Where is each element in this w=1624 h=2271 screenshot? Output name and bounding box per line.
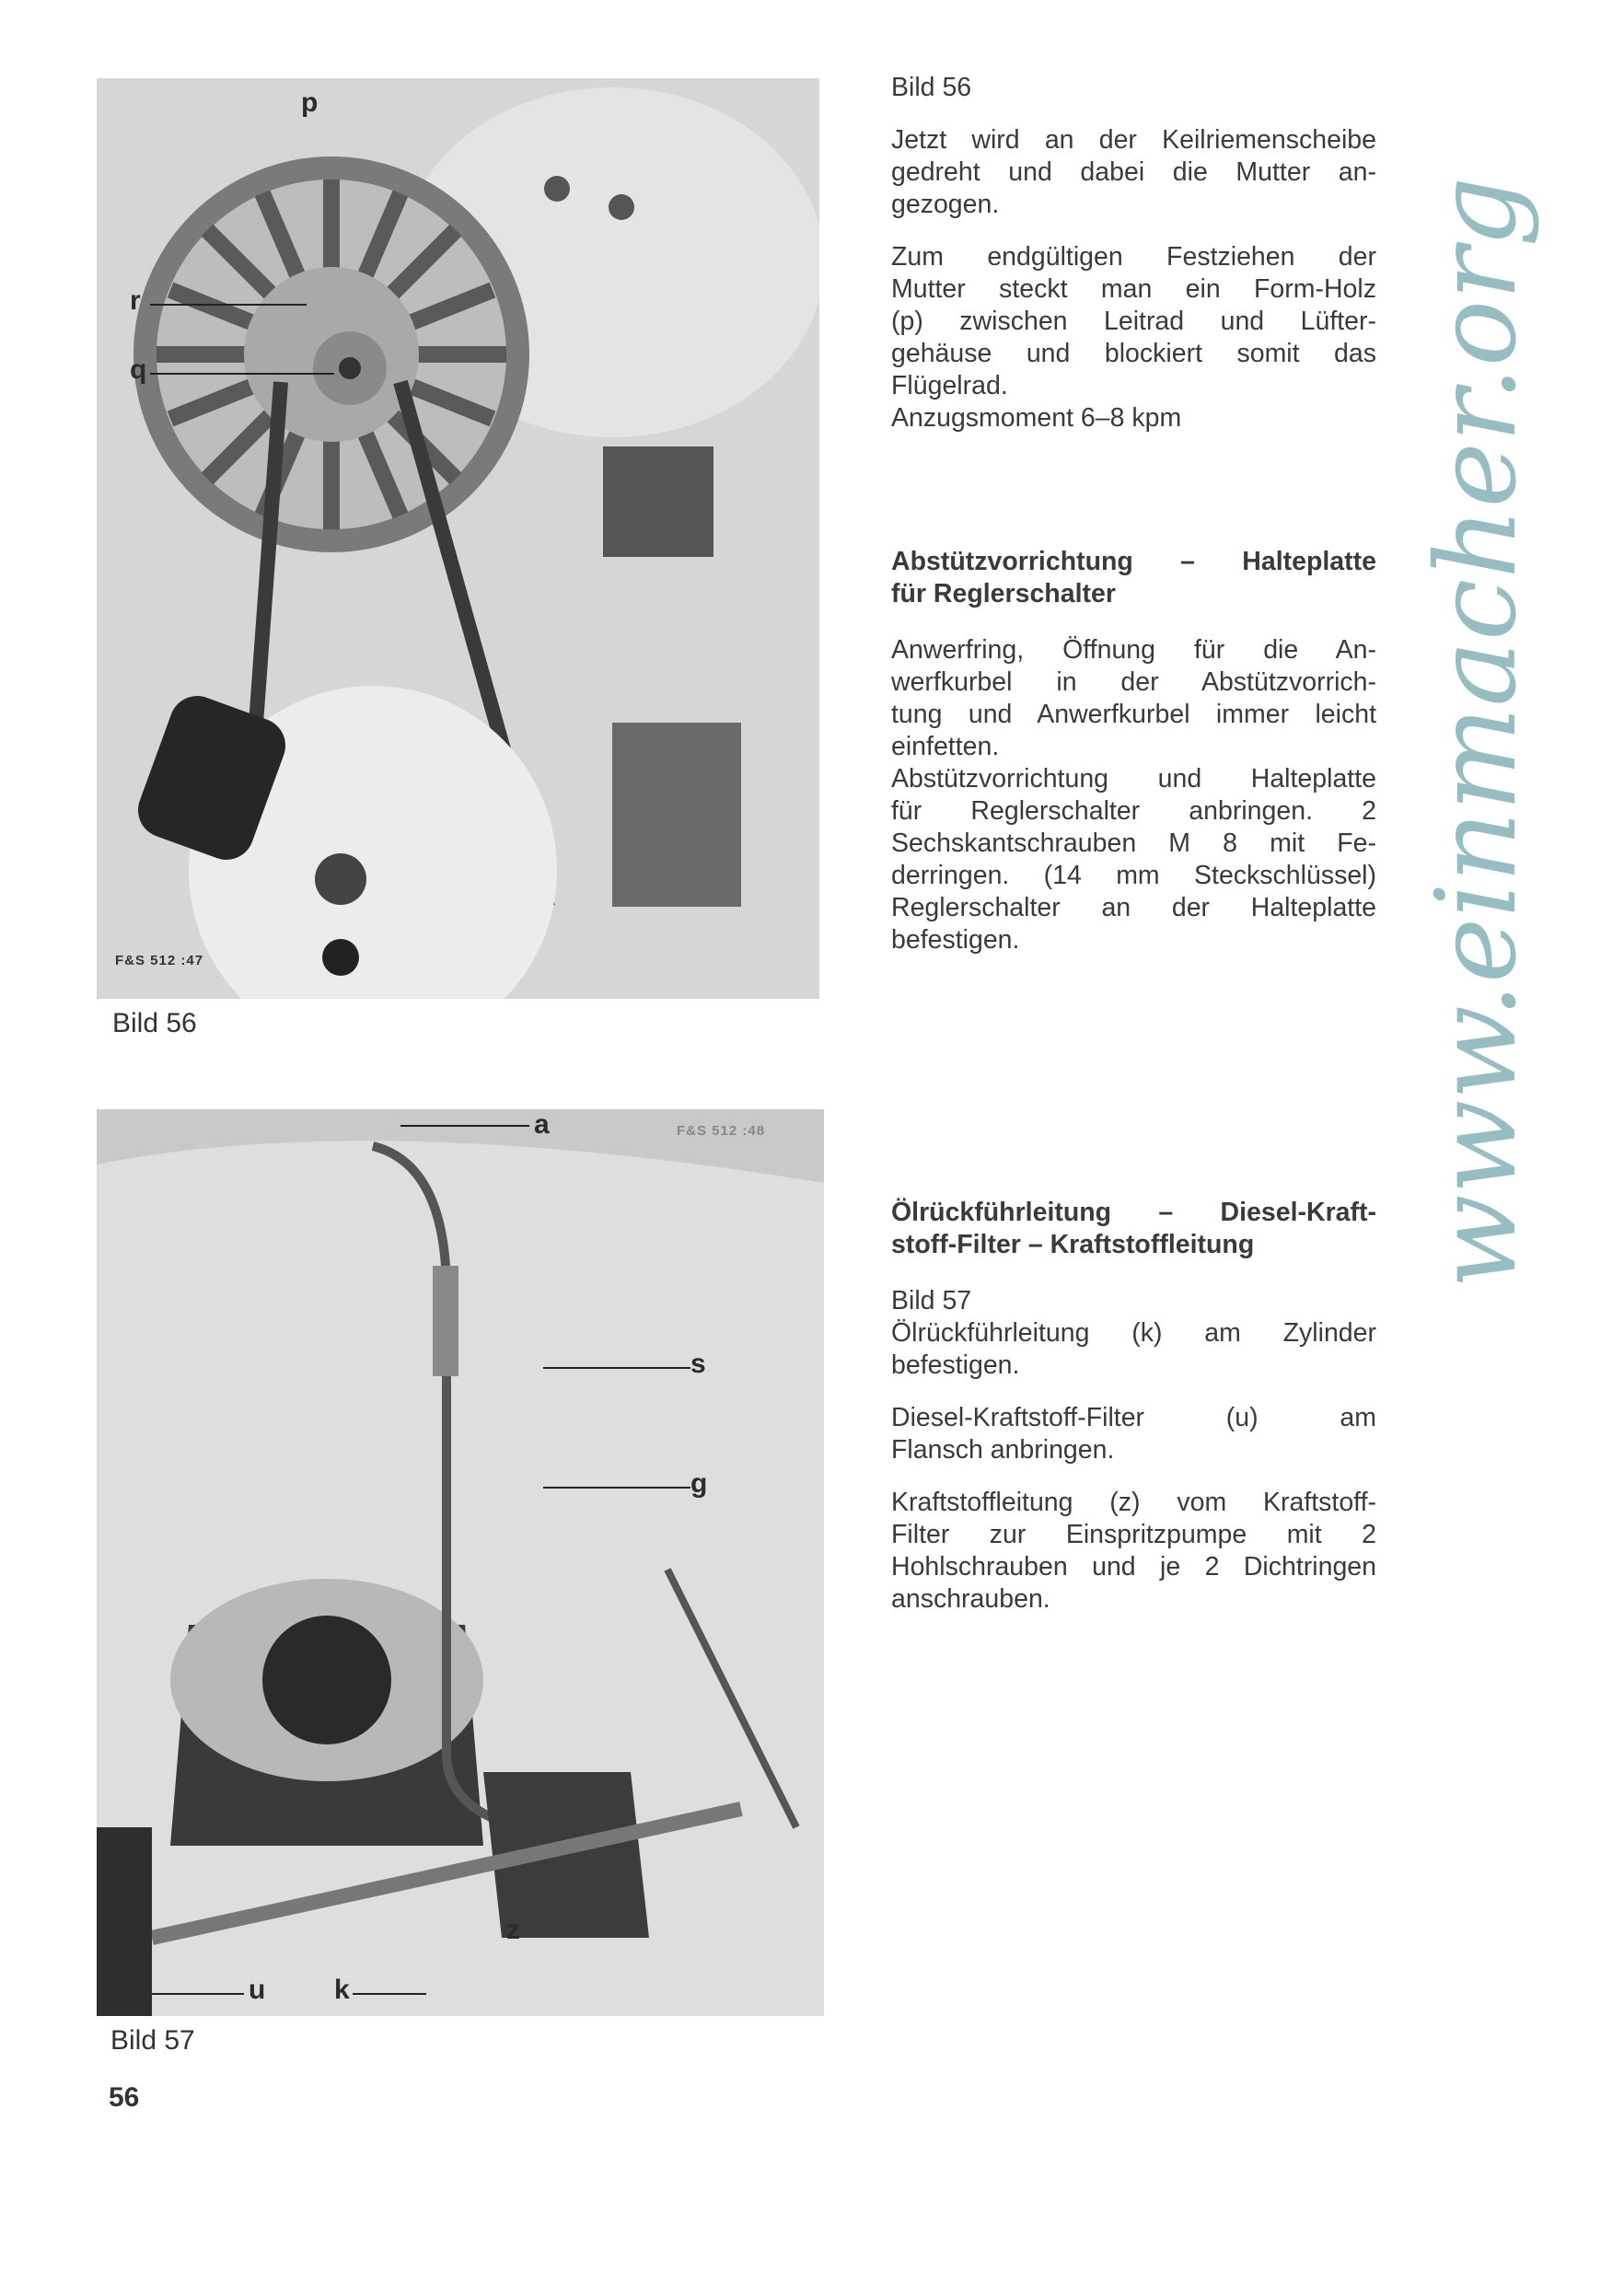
text-line: gedreht und dabei die Mutter an-: [891, 157, 1376, 187]
text-line: Ölrückführleitung (k) am Zylinder: [891, 1318, 1376, 1348]
text-line: anschrauben.: [891, 1584, 1050, 1614]
section-heading: Abstützvorrichtung – Halteplatte für Regl…: [891, 546, 1376, 610]
text-line: gezogen.: [891, 190, 1000, 219]
text-line: befestigen.: [891, 925, 1020, 955]
text-line: Hohlschrauben und je 2 Dichtringen: [891, 1552, 1376, 1582]
text-line: Anzugsmoment 6–8 kpm: [891, 403, 1182, 433]
text-line: stoff-Filter – Kraftstoffleitung: [891, 1230, 1255, 1259]
leader-line-u: [152, 1993, 244, 1995]
label-z: z: [506, 1915, 520, 1945]
text-line: Bild 57: [891, 1286, 972, 1315]
watermark: www.einmacher.org: [1413, 176, 1541, 1289]
text-line: Zum endgültigen Festziehen der: [891, 242, 1376, 272]
text-line: (p) zwischen Leitrad und Lüfter-: [891, 307, 1376, 336]
leader-line-a: [400, 1125, 529, 1127]
text-line: derringen. (14 mm Steckschlüssel): [891, 861, 1376, 890]
text-line: tung und Anwerfkurbel immer leicht: [891, 700, 1376, 729]
section-fan-nut: Bild 56 Jetzt wird an der Keilriemenschei…: [891, 72, 1376, 455]
label-q: q: [130, 354, 147, 385]
text-line: für Reglerschalter anbringen. 2: [891, 796, 1376, 826]
section-oil-return-fuel-filter: Ölrückführleitung – Diesel-Kraft-stoff-F…: [891, 1197, 1376, 1636]
engine-fan-illustration: [97, 78, 819, 999]
text-line: Jetzt wird an der Keilriemenscheibe: [891, 125, 1376, 155]
text-line: Flügelrad.: [891, 371, 1008, 400]
paragraph: Bild 57 Ölrückführleitung (k) am Zylinder…: [891, 1285, 1376, 1382]
photo-stamp: F&S 512 :47: [115, 953, 204, 968]
fuel-filter-illustration: [97, 1109, 824, 2016]
label-p: p: [301, 87, 319, 118]
text-line: Diesel-Kraftstoff-Filter (u) am: [891, 1403, 1376, 1432]
text-line: gehäuse und blockiert somit das: [891, 339, 1376, 368]
figure-56-photo: p r q F&S 512 :47: [97, 78, 819, 999]
label-u: u: [249, 1975, 266, 2005]
page-number: 56: [109, 2082, 140, 2113]
text-line: Reglerschalter an der Halteplatte: [891, 893, 1376, 922]
paragraph: Diesel-Kraftstoff-Filter (u) am Flansch a…: [891, 1402, 1376, 1466]
label-s: s: [690, 1349, 706, 1379]
paragraph: Anwerfring, Öffnung für die An-werfkurbe…: [891, 634, 1376, 956]
label-r: r: [130, 285, 141, 316]
text-line: Abstützvorrichtung und Halteplatte: [891, 764, 1376, 794]
leader-line-q: [150, 373, 334, 375]
text-line: für Reglerschalter: [891, 579, 1116, 608]
leader-line-k: [353, 1993, 426, 1995]
paragraph: Bild 56: [891, 72, 1376, 104]
label-a: a: [534, 1109, 550, 1140]
section-heading: Ölrückführleitung – Diesel-Kraft-stoff-F…: [891, 1197, 1376, 1261]
text-line: einfetten.: [891, 732, 1000, 761]
text-line: befestigen.: [891, 1350, 1020, 1380]
leader-line-r: [150, 304, 307, 306]
text-line: Mutter steckt man ein Form-Holz: [891, 274, 1376, 304]
text-line: Flansch anbringen.: [891, 1435, 1115, 1465]
leader-line-g: [543, 1487, 690, 1489]
figure-56-caption: Bild 56: [112, 1008, 197, 1038]
leader-line-s: [543, 1367, 690, 1369]
text-line: Anwerfring, Öffnung für die An-: [891, 635, 1376, 665]
photo-stamp: F&S 512 :48: [677, 1123, 766, 1139]
figure-57-photo: a s g z u k F&S 512 :48: [97, 1109, 824, 2016]
figure-57-caption: Bild 57: [110, 2025, 195, 2056]
text-line: Kraftstoffleitung (z) vom Kraftstoff-: [891, 1488, 1376, 1517]
label-k: k: [334, 1975, 350, 2005]
section-support-device: Abstützvorrichtung – Halteplatte für Regl…: [891, 546, 1376, 977]
text-line: Bild 56: [891, 73, 972, 102]
text-line: Abstützvorrichtung – Halteplatte: [891, 547, 1376, 576]
text-line: Filter zur Einspritzpumpe mit 2: [891, 1520, 1376, 1549]
text-line: Ölrückführleitung – Diesel-Kraft-: [891, 1198, 1376, 1227]
paragraph: Kraftstoffleitung (z) vom Kraftstoff- Fil…: [891, 1487, 1376, 1616]
text-line: werfkurbel in der Abstützvorrich-: [891, 667, 1376, 697]
text-line: Sechskantschrauben M 8 mit Fe-: [891, 828, 1376, 858]
label-g: g: [690, 1468, 708, 1499]
